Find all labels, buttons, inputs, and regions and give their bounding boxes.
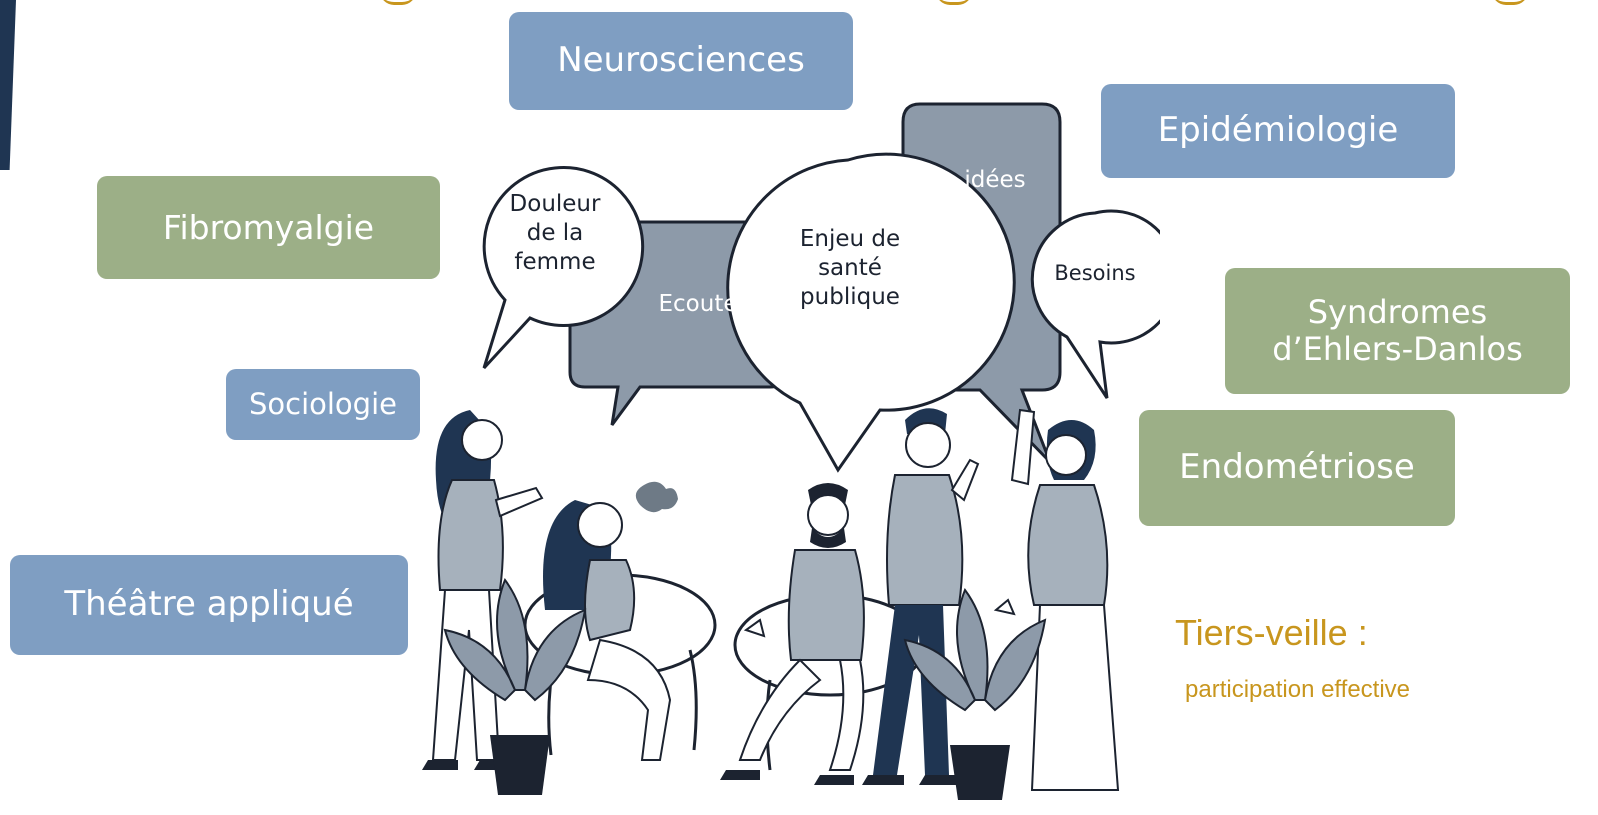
bubble-enjeu-text: Enjeu de santé publique <box>780 225 920 311</box>
title-cropped-fragment <box>380 0 1528 8</box>
bubble-idees-label: idées <box>964 167 1026 193</box>
tag-neurosciences: Neurosciences <box>509 12 853 110</box>
tag-endometriose-label: Endométriose <box>1179 447 1415 488</box>
bubble-enjeu-line3: publique <box>800 283 900 310</box>
bubble-douleur-text: Douleur de la femme <box>490 190 620 276</box>
tag-epidemiologie-label: Epidémiologie <box>1157 110 1399 151</box>
figure-seated-man <box>720 483 927 785</box>
bubble-enjeu-line2: santé <box>818 254 882 281</box>
tag-neurosciences-label: Neurosciences <box>557 40 805 81</box>
plant-left <box>443 577 587 795</box>
bubble-douleur-line3: femme <box>514 248 596 275</box>
tag-epidemiologie: Epidémiologie <box>1101 84 1455 178</box>
note-subtitle: participation effective <box>1185 676 1411 703</box>
steam-puff <box>635 481 678 513</box>
tag-theatre-label: Théâtre appliqué <box>64 584 354 625</box>
tag-syndromes-ehlers-danlos: Syndromes d’Ehlers-Danlos <box>1225 268 1570 394</box>
tag-sociologie-label: Sociologie <box>248 386 397 421</box>
tag-endometriose: Endométriose <box>1139 410 1455 526</box>
figure-standing-man <box>862 408 980 785</box>
discussion-illustration <box>422 102 1160 800</box>
plant-right <box>903 587 1047 800</box>
tag-sociologie: Sociologie <box>226 369 420 440</box>
figure-standing-woman-left <box>422 410 544 770</box>
bubble-besoins-text: Besoins <box>1035 260 1155 286</box>
tag-fibromyalgie-label: Fibromyalgie <box>162 207 375 247</box>
bubble-douleur-line1: Douleur <box>509 191 601 217</box>
bubble-enjeu-line1: Enjeu de <box>799 226 901 252</box>
figure-standing-woman-right <box>993 408 1120 791</box>
bubble-ecoute-label: Ecoute <box>658 291 738 317</box>
tag-syndromes-line2: d’Ehlers-Danlos <box>1272 330 1523 368</box>
bubble-idees-text: idées <box>945 166 1045 195</box>
speech-bubble-besoins <box>1030 209 1160 399</box>
tag-theatre-applique: Théâtre appliqué <box>10 555 408 655</box>
bubble-ecoute-text: Ecoute <box>643 290 753 319</box>
edge-accent-bar <box>0 0 16 170</box>
speech-bubble-douleur <box>482 166 645 370</box>
speech-bubble-enjeu <box>726 152 1016 473</box>
tag-fibromyalgie: Fibromyalgie <box>97 176 440 279</box>
note-title: Tiers-veille : <box>1175 612 1368 653</box>
bubble-douleur-line2: de la <box>526 219 584 246</box>
tag-syndromes-line1: Syndromes <box>1307 293 1488 332</box>
bubble-besoins-label: Besoins <box>1054 261 1136 285</box>
